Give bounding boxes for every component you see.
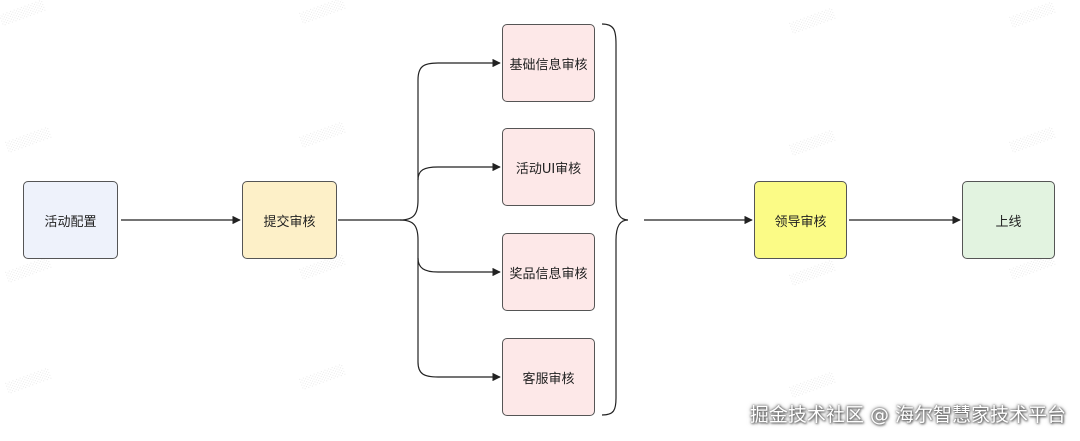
activity-config-node: 活动配置 [23, 181, 118, 259]
fork-brace-prize [399, 219, 501, 277]
fork-brace-ui [417, 162, 501, 181]
activity-ui-review-node: 活动UI审核 [502, 128, 595, 206]
fork-brace [399, 58, 501, 221]
online-node: 上线 [962, 181, 1055, 259]
fork-brace-cs [417, 258, 501, 382]
prize-info-review-node: 奖品信息审核 [502, 233, 595, 311]
merge-brace [601, 23, 629, 416]
submit-review-node: 提交审核 [242, 181, 337, 259]
leader-review-node: 领导审核 [754, 181, 847, 259]
footer-credit: 掘金技术社区 @ 海尔智慧家技术平台 [749, 404, 1066, 426]
basic-info-review-node: 基础信息审核 [502, 24, 595, 102]
customer-service-review-node: 客服审核 [502, 338, 595, 416]
